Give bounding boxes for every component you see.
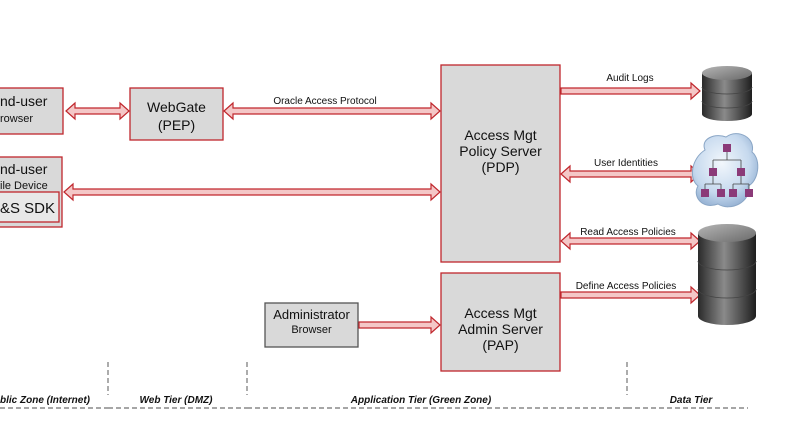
label-read-access-policies: Read Access Policies [580,227,676,238]
sdk-label: &S SDK [0,200,55,217]
administrator-subtitle: Browser [291,324,332,336]
zone-dividers [0,362,748,409]
audit-log-database-icon [701,66,753,121]
enduser-mobile-box: nd-user ile Device &S SDK [0,156,63,228]
enduser-browser-box: nd-user rowser [0,87,64,135]
label-user-identities: User Identities [594,158,658,169]
arrow-read-access-policies [560,231,701,251]
admin-server-box: Access Mgt Admin Server (PAP) [440,272,561,372]
arrow-policy-audit-logs [560,81,701,101]
zone-label-application-tier: Application Tier (Green Zone) [350,395,492,406]
policy-server-subtitle: Policy Server [459,143,542,159]
admin-server-title: Access Mgt [464,305,536,321]
user-identity-store-icon [691,133,759,208]
enduser-browser-subtitle: rowser [0,113,33,125]
policy-server-box: Access Mgt Policy Server (PDP) [440,64,561,263]
admin-server-subtitle: Admin Server [458,321,543,337]
policy-server-role: (PDP) [481,159,519,175]
arrow-browser-webgate [65,101,130,121]
arrow-webgate-policy-server [223,101,441,121]
zone-label-public: blic Zone (Internet) [0,395,91,406]
webgate-box: WebGate (PEP) [129,87,224,141]
arrow-mobile-policy-server [63,182,441,202]
enduser-browser-title: nd-user [0,93,48,109]
administrator-browser-box: Administrator Browser [264,302,359,348]
label-audit-logs: Audit Logs [606,73,653,84]
label-oracle-access-protocol: Oracle Access Protocol [273,96,376,107]
admin-server-role: (PAP) [482,337,518,353]
zone-label-web-tier: Web Tier (DMZ) [140,395,214,406]
policy-store-database-icon [697,224,757,325]
sdk-box [0,191,60,223]
policy-server-title: Access Mgt [464,127,536,143]
webgate-title: WebGate [147,99,206,115]
label-define-access-policies: Define Access Policies [576,281,677,292]
arrow-define-access-policies [560,285,701,305]
enduser-mobile-title: nd-user [0,161,48,177]
webgate-subtitle: (PEP) [158,117,195,133]
enduser-mobile-subtitle: ile Device [0,180,48,192]
administrator-title: Administrator [273,307,350,322]
zone-label-data-tier: Data Tier [670,395,714,406]
arrow-administrator-admin-server [358,315,441,335]
